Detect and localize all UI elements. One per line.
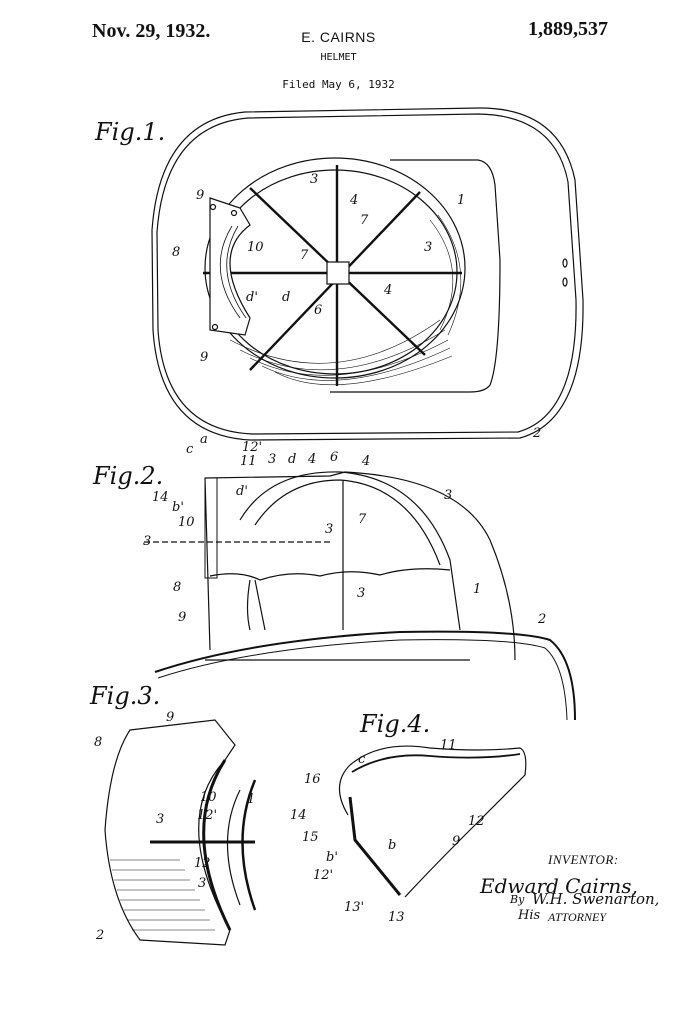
callout: 9: [178, 610, 187, 625]
patent-number: 1,889,537: [528, 18, 608, 40]
callout: 3: [268, 452, 277, 467]
inventor-heading: INVENTOR:: [548, 852, 619, 867]
patent-date: Nov. 29, 1932.: [92, 20, 211, 42]
callout: 9: [452, 834, 461, 849]
callout: 1: [247, 792, 256, 807]
callout: 9: [196, 188, 205, 203]
callout: 4: [384, 283, 393, 298]
callout: 13: [388, 910, 405, 925]
callout: 9: [166, 710, 175, 725]
callout: 11: [240, 454, 257, 469]
callout: 3: [143, 534, 152, 549]
inventor-signature: Edward Cairns,: [480, 874, 638, 898]
callout: 3: [325, 522, 334, 537]
callout: 3: [424, 240, 433, 255]
fig3-label: Fig.3.: [90, 682, 161, 710]
callout: 7: [358, 512, 367, 527]
callout: 2: [533, 426, 542, 441]
callout: d': [246, 290, 258, 305]
callout: 4: [362, 454, 371, 469]
callout: 2: [96, 928, 105, 943]
callout: a: [200, 432, 208, 447]
callout: 11: [440, 738, 457, 753]
callout: 6: [314, 303, 323, 318]
fig1-label: Fig.1.: [95, 118, 166, 146]
callout: 3: [357, 586, 366, 601]
callout: 13': [344, 900, 365, 915]
figure-4-drawing: [338, 745, 527, 898]
callout: 10: [178, 515, 195, 530]
callout: 16: [304, 772, 321, 787]
callout: 3: [156, 812, 165, 827]
callout: 9: [200, 350, 209, 365]
callout: 3: [444, 488, 453, 503]
inventor-name: E. CAIRNS: [301, 29, 376, 45]
attorney-signature: W.H. Swenarton,: [532, 890, 660, 908]
callout: 12': [197, 808, 218, 823]
callout: 12: [468, 814, 485, 829]
callout: 12': [313, 868, 334, 883]
callout: c: [186, 442, 194, 457]
figure-2-drawing: [144, 471, 576, 721]
figure-1-drawing: [151, 107, 584, 441]
callout: 14: [152, 490, 169, 505]
callout: 14: [290, 808, 307, 823]
callout: 3: [310, 172, 319, 187]
callout: 12': [242, 440, 263, 455]
callout: 6: [330, 450, 339, 465]
callout: 10: [247, 240, 264, 255]
patent-title: HELMET: [320, 52, 357, 63]
fig2-label: Fig.2.: [93, 462, 164, 490]
filed-date: Filed May 6, 1932: [282, 78, 395, 91]
callout: b': [172, 500, 184, 515]
callout: 10: [200, 790, 217, 805]
callout: b: [388, 838, 397, 853]
callout: 7: [360, 213, 369, 228]
callout: 4: [350, 193, 359, 208]
callout: 15: [302, 830, 319, 845]
figure-3-drawing: [104, 719, 257, 946]
callout: 2: [538, 612, 547, 627]
callout: 1: [457, 193, 466, 208]
by-text: By: [510, 893, 525, 906]
attorney-heading: ATTORNEY: [548, 910, 607, 924]
callout: d': [236, 484, 248, 499]
callout: 3: [198, 876, 207, 891]
callout: 8: [172, 245, 181, 260]
callout: 12: [194, 856, 211, 871]
callout: 7: [300, 248, 309, 263]
fig4-label: Fig.4.: [360, 710, 431, 738]
callout: 8: [94, 735, 103, 750]
callout: d: [288, 452, 297, 467]
callout: d: [282, 290, 291, 305]
callout: b': [326, 850, 338, 865]
his-text: His: [518, 908, 541, 923]
callout: 4: [308, 452, 317, 467]
callout: 8: [173, 580, 182, 595]
callout: 1: [473, 582, 482, 597]
callout: c: [358, 752, 366, 767]
